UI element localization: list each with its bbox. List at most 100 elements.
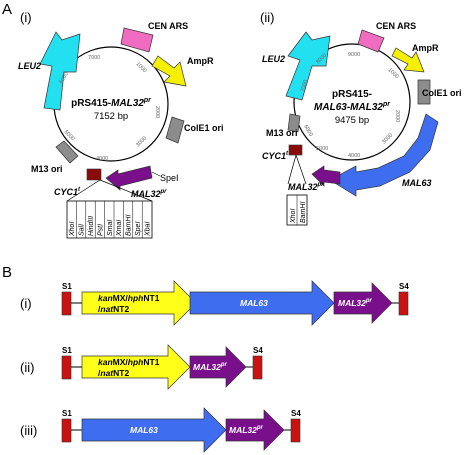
ampr-label-ii: AmpR (412, 43, 439, 53)
tick-ii-7: 7000 (300, 79, 309, 92)
construct-roman-iii: (iii) (20, 423, 37, 438)
cen-ars-feature-i (120, 27, 154, 53)
site-s1-iii (61, 418, 72, 443)
cyc1-feature-ii (288, 144, 303, 156)
site-s4-iii (290, 418, 301, 443)
mal63-label-iii: MAL63 (130, 425, 158, 435)
tick-i-3: 3000 (135, 136, 148, 149)
cen-ars-label-i: CEN ARS (148, 21, 188, 31)
site-s1-label-i: S1 (62, 282, 72, 291)
site-s4-ii (252, 355, 263, 380)
marker-label-line1-i: kanMX/hphNT1 (98, 293, 160, 303)
construct-roman-ii: (ii) (20, 360, 34, 375)
plasmid-backbone-ii (293, 43, 411, 161)
mal32-label-construct-iii: MAL32pr (229, 425, 264, 435)
marker-label-line1-ii: kanMX/hphNT1 (98, 357, 160, 367)
mal32-label-i: MAL32pr (131, 189, 167, 199)
leu2-label-i: LEU2 (18, 61, 41, 71)
cyc1-label-i: CYC1t (54, 187, 81, 197)
plasmid-map-ii: (ii) CEN ARS AmpR ColE1 ori LEU2 M13 ori… (260, 10, 462, 226)
site-s1-i (61, 291, 72, 316)
mcs-site-i-3: PstI (97, 224, 104, 236)
mcs-site-i-5: XmaI (116, 220, 123, 237)
construct-roman-i: (i) (20, 296, 32, 311)
mal32-arrow-i (333, 282, 393, 324)
m13-label-i: M13 ori (31, 164, 63, 174)
site-s4-label-i: S4 (399, 282, 409, 291)
site-s1-label-ii: S1 (62, 346, 72, 355)
leu2-label-ii: LEU2 (262, 54, 285, 64)
site-s1-label-iii: S1 (62, 409, 72, 418)
marker-arrow-i (81, 280, 197, 326)
construct-iii: (iii) S1 MAL63 MAL32pr S4 (20, 407, 301, 453)
mal63-arrow-iii (81, 407, 227, 453)
cyc1-feature-i (86, 168, 102, 181)
mal32-label-ii: MAL32pr (288, 182, 324, 192)
mal32-feature-ii (311, 165, 341, 187)
mal63-label-i: MAL63 (240, 298, 268, 308)
plasmid-size-ii: 9475 bp (335, 115, 369, 126)
cole1-feature-ii (417, 79, 431, 105)
mcs-site-i-0: XhoI (69, 222, 76, 237)
marker-label-line2-ii: /natNT2 (98, 368, 129, 378)
m13-label-ii: M13 ori (266, 128, 298, 138)
site-s4-label-iii: S4 (291, 409, 301, 418)
m13-feature-i (55, 140, 79, 164)
leu2-feature-ii (285, 31, 331, 101)
tick-i-6: 6000 (59, 71, 70, 85)
mcs-site-ii-1: BamHI (300, 202, 307, 223)
marker-label-line2-i: /natNT2 (98, 304, 129, 314)
tick-ii-4: 4000 (348, 153, 360, 159)
tick-i-0: 7000 (88, 55, 100, 61)
plasmid-name-i: pRS415-MAL32pr (71, 97, 152, 109)
tick-i-5: 5000 (63, 129, 76, 142)
cole1-label-i: ColE1 ori (184, 123, 224, 133)
mal63-arrow-i (189, 280, 335, 326)
mcs-site-i-7: SpeI (135, 222, 142, 236)
ampr-feature-ii (391, 47, 425, 73)
panel-label-b: B (2, 264, 12, 281)
plasmid-name-ii-line1: pRS415- (332, 89, 372, 100)
tick-ii-2: 2000 (394, 110, 400, 122)
mcs-site-i-8: XbaI (144, 222, 151, 237)
mcs-site-ii-0: XhoI (290, 209, 297, 224)
tick-ii-6: 6000 (302, 124, 313, 138)
plasmid-roman-ii: (ii) (260, 10, 274, 25)
mal32-label-construct-ii: MAL32pr (193, 362, 228, 372)
mal63-feature-ii (329, 113, 439, 197)
site-s1-ii (61, 355, 72, 380)
construct-i: (i) S1 kanMX/hphNT1 /natNT2 MAL63 MAL32p… (20, 280, 409, 326)
mal32-arrow-iii (225, 409, 285, 451)
mal32-label-construct-i: MAL32pr (338, 298, 373, 308)
panel-label-a: A (2, 1, 12, 18)
mcs-callout-left-ii (287, 154, 297, 185)
ampr-label-i: AmpR (187, 56, 214, 66)
tick-ii-5: 5000 (316, 146, 328, 152)
tick-ii-1: 1000 (387, 67, 400, 80)
site-s4-label-ii: S4 (253, 346, 263, 355)
mcs-site-i-1: SalI (79, 224, 86, 236)
mcs-sites-i: XhoI SalI HindIII PstI SmaI XmaI BamHI S… (69, 201, 151, 238)
construct-ii: (ii) S1 kanMX/hphNT1 /natNT2 MAL32pr S4 (20, 344, 263, 390)
mal32-feature-i (105, 165, 153, 191)
tick-i-2: 2000 (154, 106, 160, 118)
mcs-site-i-4: SmaI (107, 220, 114, 236)
mcs-callout-right-i (99, 179, 153, 202)
m13-feature-ii (287, 113, 301, 133)
mal32-arrow-ii (189, 346, 247, 388)
mcs-callout-right-ii (295, 154, 307, 185)
cyc1-label-ii: CYC1t (262, 151, 289, 161)
site-s4-i (398, 291, 409, 316)
cole1-feature-i (165, 116, 185, 144)
mcs-callout-left-i (66, 179, 101, 202)
tick-i-4: 4000 (96, 156, 108, 162)
spei-label-i: SpeI (160, 173, 179, 183)
mcs-box-i (66, 200, 153, 239)
plasmid-roman-i: (i) (20, 10, 32, 25)
cen-ars-feature-ii (357, 29, 385, 53)
marker-arrow-ii (81, 344, 191, 390)
tick-ii-0: 9000 (348, 52, 360, 58)
mal63-label-ii: MAL63 (402, 178, 432, 188)
plasmid-map-i: (i) CEN ARS AmpR ColE1 ori LEU2 M13 ori … (18, 10, 224, 239)
